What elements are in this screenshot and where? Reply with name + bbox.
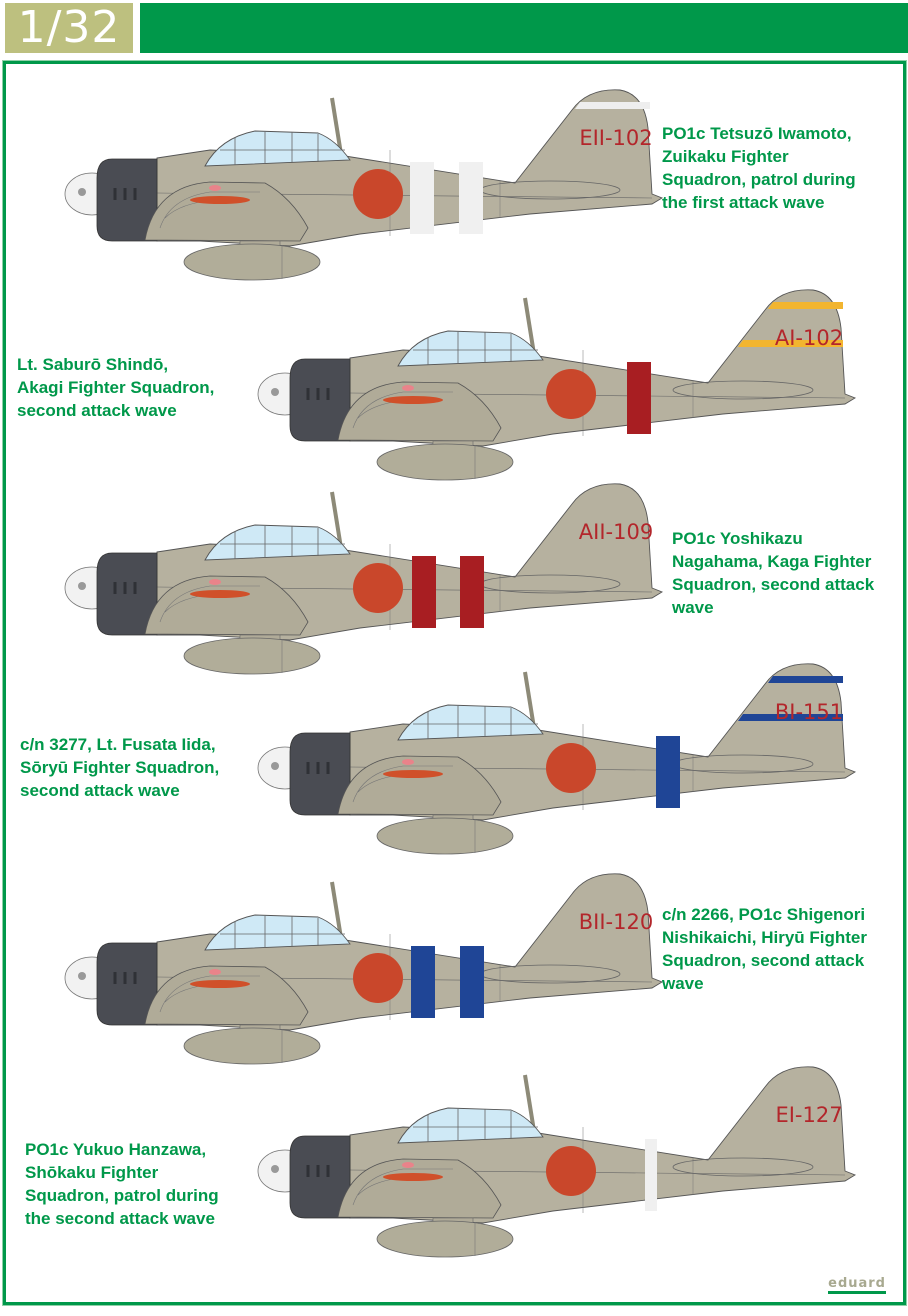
profile-caption-2: Lt. Saburō Shindō, Akagi Fighter Squadro… [17,355,215,420]
tail-stripe [738,340,843,347]
fuselage-band [460,946,484,1018]
aircraft-profile-6: EI-127 [256,1064,857,1259]
aircraft-profile-5: BII-120 [63,871,664,1066]
a6m2-zero-illustration [63,481,664,676]
fuselage-band [627,362,651,434]
header-bar [140,3,908,53]
content-frame [3,61,906,1305]
tail-code: BI-151 [775,700,843,724]
tail-stripe [738,714,843,721]
profile-caption-4: c/n 3277, Lt. Fusata Iida, Sōryū Fighter… [20,735,220,800]
aircraft-profile-4: BI-151 [256,661,857,856]
fuselage-band [411,946,435,1018]
tail-code: BII-120 [579,910,653,934]
aircraft-profile-1: EII-102 [63,87,664,282]
tail-stripe [575,102,650,109]
profile-caption-5: c/n 2266, PO1c Shigenori Nishikaichi, Hi… [662,905,867,993]
a6m2-zero-illustration [63,87,664,282]
fuselage-band [656,736,680,808]
tail-stripe [768,302,843,309]
tail-code: AII-109 [579,520,653,544]
aircraft-profile-3: AII-109 [63,481,664,676]
a6m2-zero-illustration [256,661,857,856]
scale-badge: 1/32 [5,3,133,53]
eduard-logo: eduard [828,1276,886,1294]
tail-stripe [768,676,843,683]
fuselage-band [410,162,434,234]
a6m2-zero-illustration [63,871,664,1066]
tail-code: EII-102 [579,126,652,150]
fuselage-band [459,162,483,234]
fuselage-band [645,1139,657,1211]
profile-caption-6: PO1c Yukuo Hanzawa, Shōkaku Fighter Squa… [25,1140,219,1228]
profile-caption-1: PO1c Tetsuzō Iwamoto, Zuikaku Fighter Sq… [662,124,856,212]
fuselage-band [412,556,436,628]
a6m2-zero-illustration [256,287,857,482]
a6m2-zero-illustration [256,1064,857,1259]
tail-code: AI-102 [775,326,843,350]
fuselage-band [460,556,484,628]
tail-code: EI-127 [775,1103,842,1127]
profile-caption-3: PO1c Yoshikazu Nagahama, Kaga Fighter Sq… [672,529,875,617]
aircraft-profile-2: AI-102 [256,287,857,482]
